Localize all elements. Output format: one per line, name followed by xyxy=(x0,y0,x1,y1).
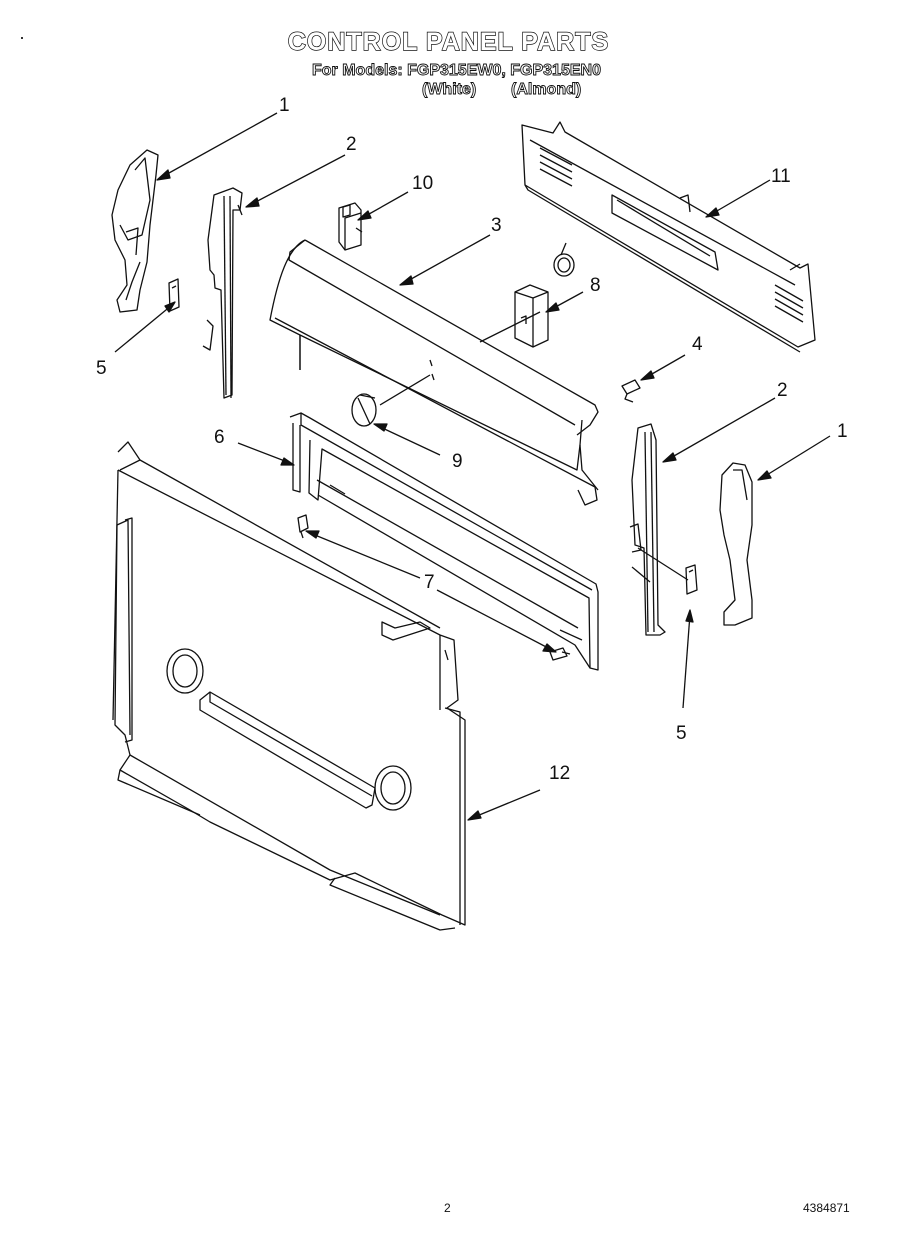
part-10-switch xyxy=(338,202,363,251)
callout-3: 3 xyxy=(491,215,502,236)
callout-8: 8 xyxy=(590,275,601,296)
part-12-back-panel xyxy=(112,441,466,931)
callout-5-right: 5 xyxy=(676,723,687,744)
color-almond-label: (Almond) xyxy=(511,81,582,99)
part-1-end-cap-right xyxy=(719,462,753,626)
part-2-side-bracket-left xyxy=(202,187,243,399)
scan-speck xyxy=(21,37,23,39)
page-number: 2 xyxy=(444,1201,451,1215)
part-6-lower-trim xyxy=(289,412,599,671)
callout-5-left: 5 xyxy=(96,358,107,379)
part-8-ring xyxy=(553,242,575,277)
part-4-screw xyxy=(621,379,641,403)
callout-1-left: 1 xyxy=(279,95,290,116)
part-9-knob xyxy=(351,393,377,427)
part-7-screw-left xyxy=(297,514,309,539)
leader-lines xyxy=(114,112,831,821)
part-1-end-cap-left xyxy=(111,149,159,313)
callout-1-right: 1 xyxy=(837,421,848,442)
part-3-console xyxy=(269,239,599,506)
callout-4: 4 xyxy=(692,334,703,355)
callout-7: 7 xyxy=(424,572,435,593)
callout-2-right: 2 xyxy=(777,380,788,401)
part-5-clip-right xyxy=(685,564,698,595)
callout-9: 9 xyxy=(452,451,463,472)
callout-11: 11 xyxy=(771,166,791,187)
callout-10: 10 xyxy=(412,173,434,194)
callout-12: 12 xyxy=(549,763,571,784)
page-title: CONTROL PANEL PARTS xyxy=(287,27,610,56)
part-7-screw-right xyxy=(549,647,571,661)
part-2-side-bracket-right xyxy=(629,423,666,636)
document-number: 4384871 xyxy=(803,1201,850,1215)
callout-6: 6 xyxy=(214,427,225,448)
part-8-module xyxy=(514,284,549,348)
callout-2-left: 2 xyxy=(346,134,357,155)
part-5-clip-left xyxy=(168,278,180,312)
models-line: For Models: FGP315EW0, FGP315EN0 xyxy=(312,62,602,80)
color-white-label: (White) xyxy=(422,81,477,99)
part-11-rear-panel xyxy=(521,121,816,353)
